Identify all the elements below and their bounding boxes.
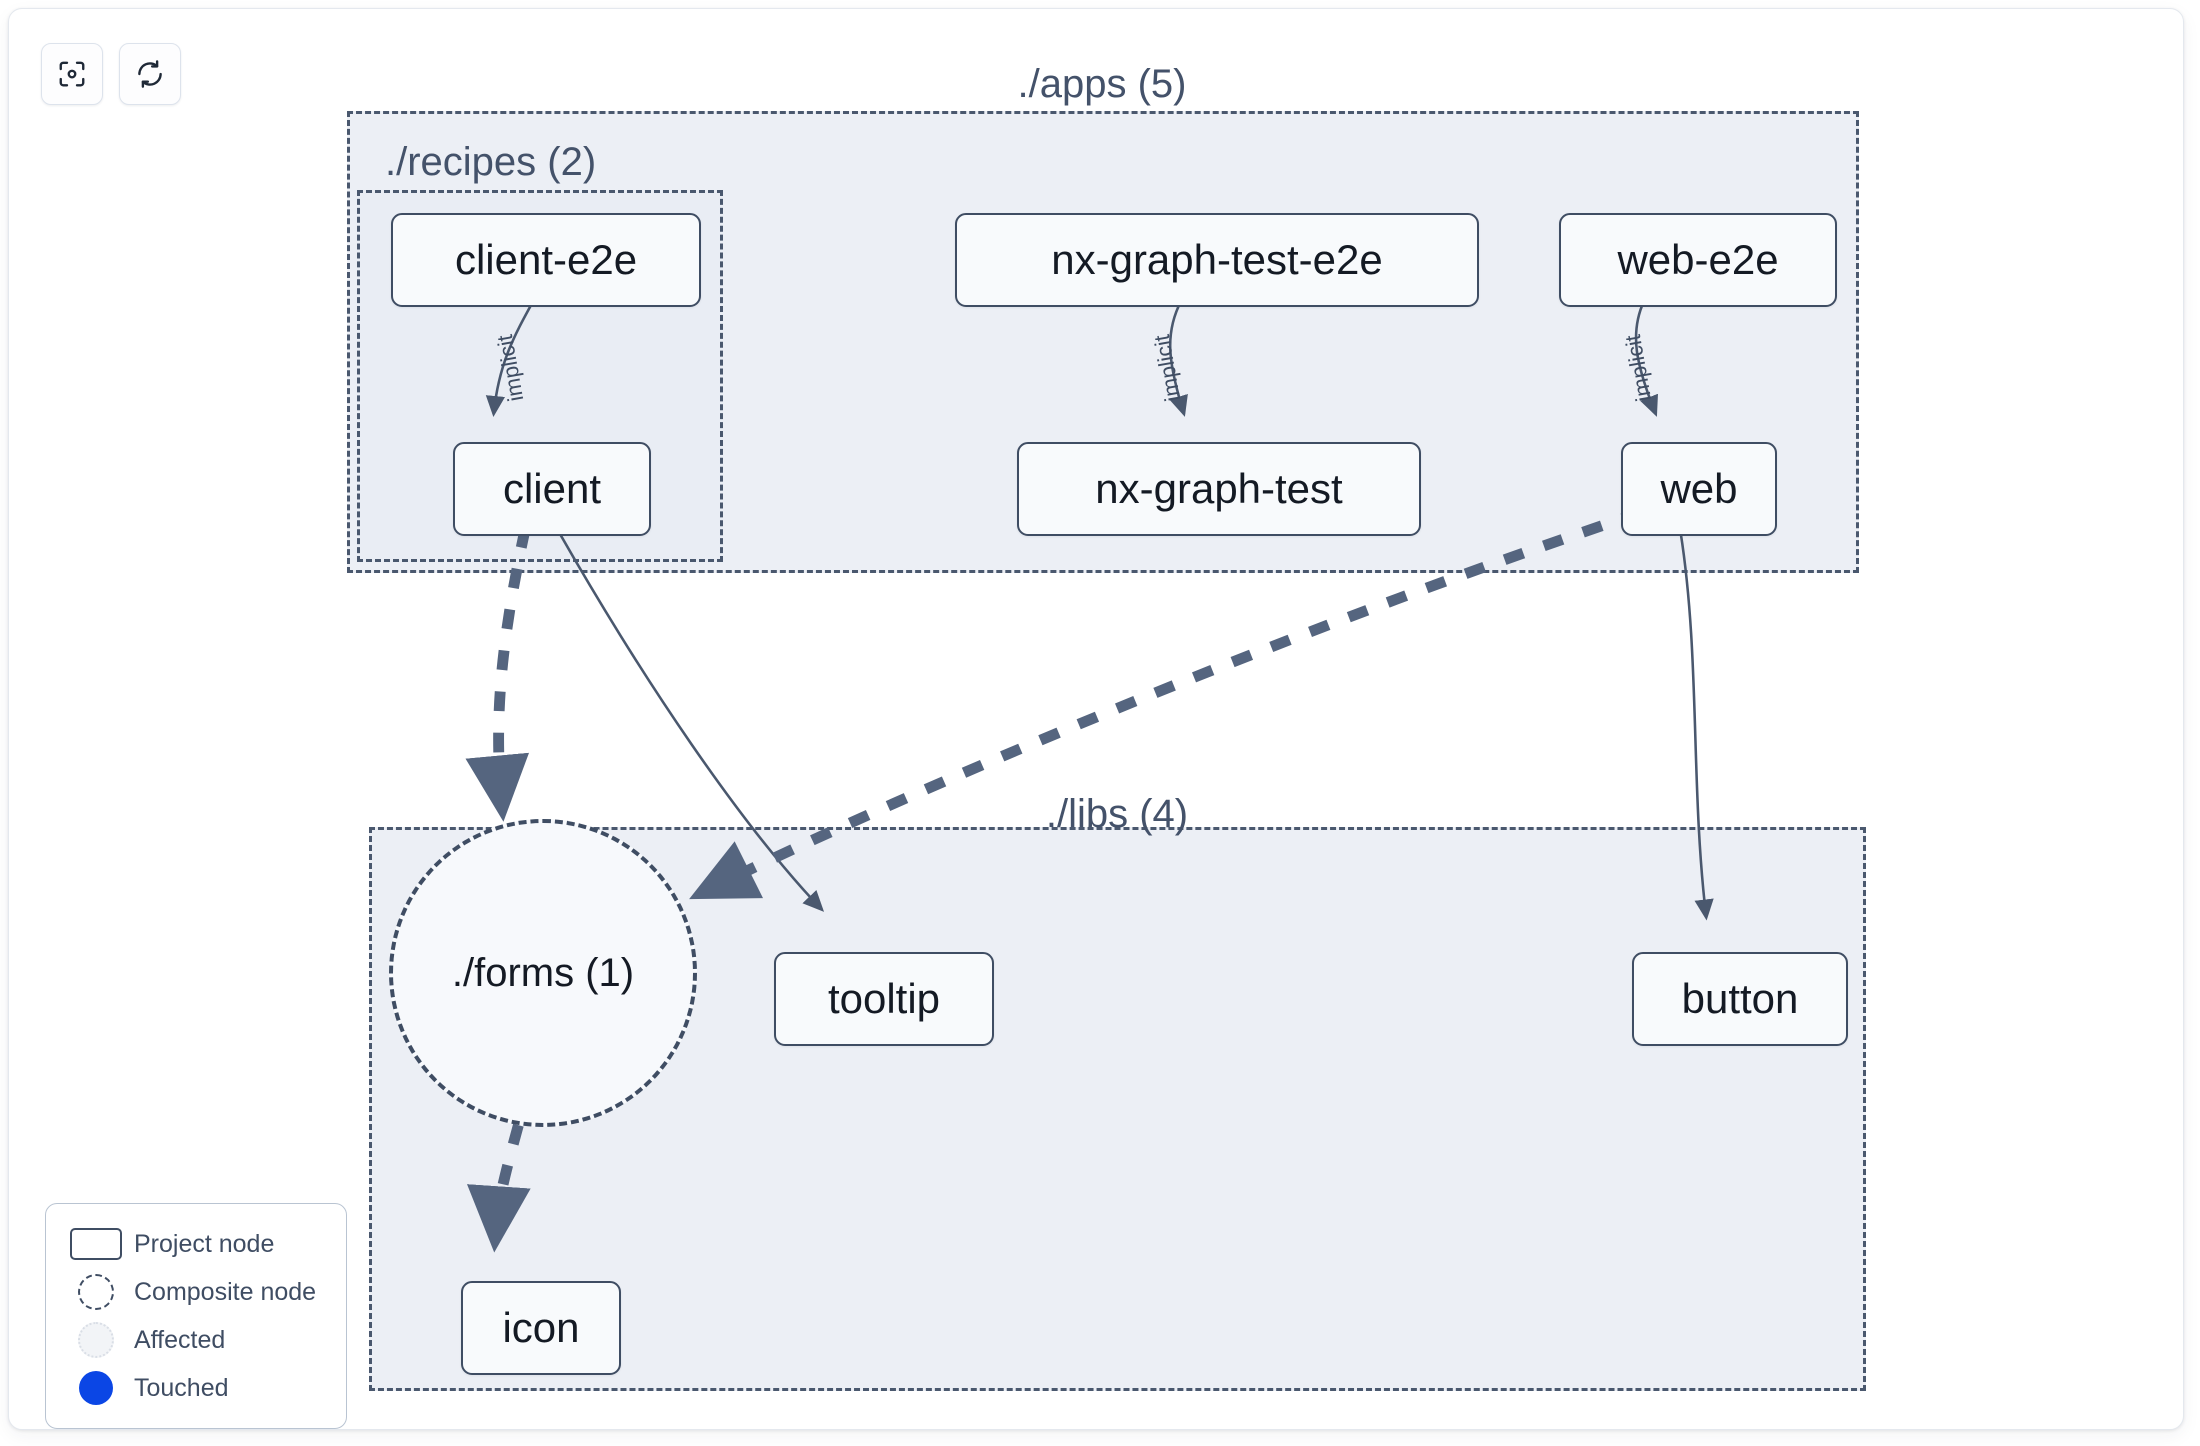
legend-item-composite-node: Composite node — [64, 1268, 328, 1316]
legend-item-touched: Touched — [64, 1364, 328, 1412]
legend-label-affected: Affected — [134, 1325, 226, 1354]
node-client[interactable]: client — [453, 442, 651, 536]
node-label-client: client — [502, 465, 602, 512]
composite-label-forms: ./forms (1) — [451, 951, 635, 995]
graph-toolbar — [41, 43, 181, 105]
focus-graph-button[interactable] — [41, 43, 103, 105]
graph-card: ./apps (5) ./recipes (2) ./libs (4) — [8, 8, 2184, 1430]
node-client-e2e[interactable]: client-e2e — [391, 213, 701, 307]
refresh-graph-button[interactable] — [119, 43, 181, 105]
node-nx-graph-test-e2e[interactable]: nx-graph-test-e2e — [955, 213, 1479, 307]
node-label-client-e2e: client-e2e — [454, 236, 638, 283]
node-button[interactable]: button — [1632, 952, 1848, 1046]
refresh-icon — [135, 59, 165, 89]
legend-item-affected: Affected — [64, 1316, 328, 1364]
node-label-button: button — [1681, 975, 1799, 1022]
node-label-web-e2e: web-e2e — [1617, 236, 1779, 283]
touched-swatch-icon — [64, 1371, 128, 1405]
node-web-e2e[interactable]: web-e2e — [1559, 213, 1837, 307]
legend-label-composite-node: Composite node — [134, 1277, 317, 1306]
node-label-icon: icon — [502, 1304, 580, 1351]
node-web[interactable]: web — [1621, 442, 1777, 536]
graph-legend: Project node Composite node Affected Tou… — [45, 1203, 347, 1429]
node-label-web: web — [1660, 465, 1738, 512]
node-tooltip[interactable]: tooltip — [774, 952, 994, 1046]
project-node-swatch-icon — [64, 1228, 128, 1260]
viewfinder-icon — [57, 59, 87, 89]
node-nx-graph-test[interactable]: nx-graph-test — [1017, 442, 1421, 536]
group-label-apps: ./apps (5) — [1017, 62, 1187, 106]
composite-node-forms[interactable]: ./forms (1) — [389, 819, 697, 1127]
group-label-libs: ./libs (4) — [1045, 792, 1189, 836]
graph-canvas[interactable]: ./apps (5) ./recipes (2) ./libs (4) — [9, 9, 2183, 1429]
legend-item-project-node: Project node — [64, 1220, 328, 1268]
node-icon[interactable]: icon — [461, 1281, 621, 1375]
node-label-nx-graph-test: nx-graph-test — [1095, 465, 1343, 512]
group-label-recipes: ./recipes (2) — [385, 140, 597, 184]
node-label-nx-graph-test-e2e: nx-graph-test-e2e — [1051, 236, 1383, 283]
legend-label-project-node: Project node — [134, 1229, 275, 1258]
composite-node-swatch-icon — [64, 1274, 128, 1310]
legend-label-touched: Touched — [134, 1373, 229, 1402]
node-label-tooltip: tooltip — [827, 975, 941, 1022]
affected-swatch-icon — [64, 1322, 128, 1358]
